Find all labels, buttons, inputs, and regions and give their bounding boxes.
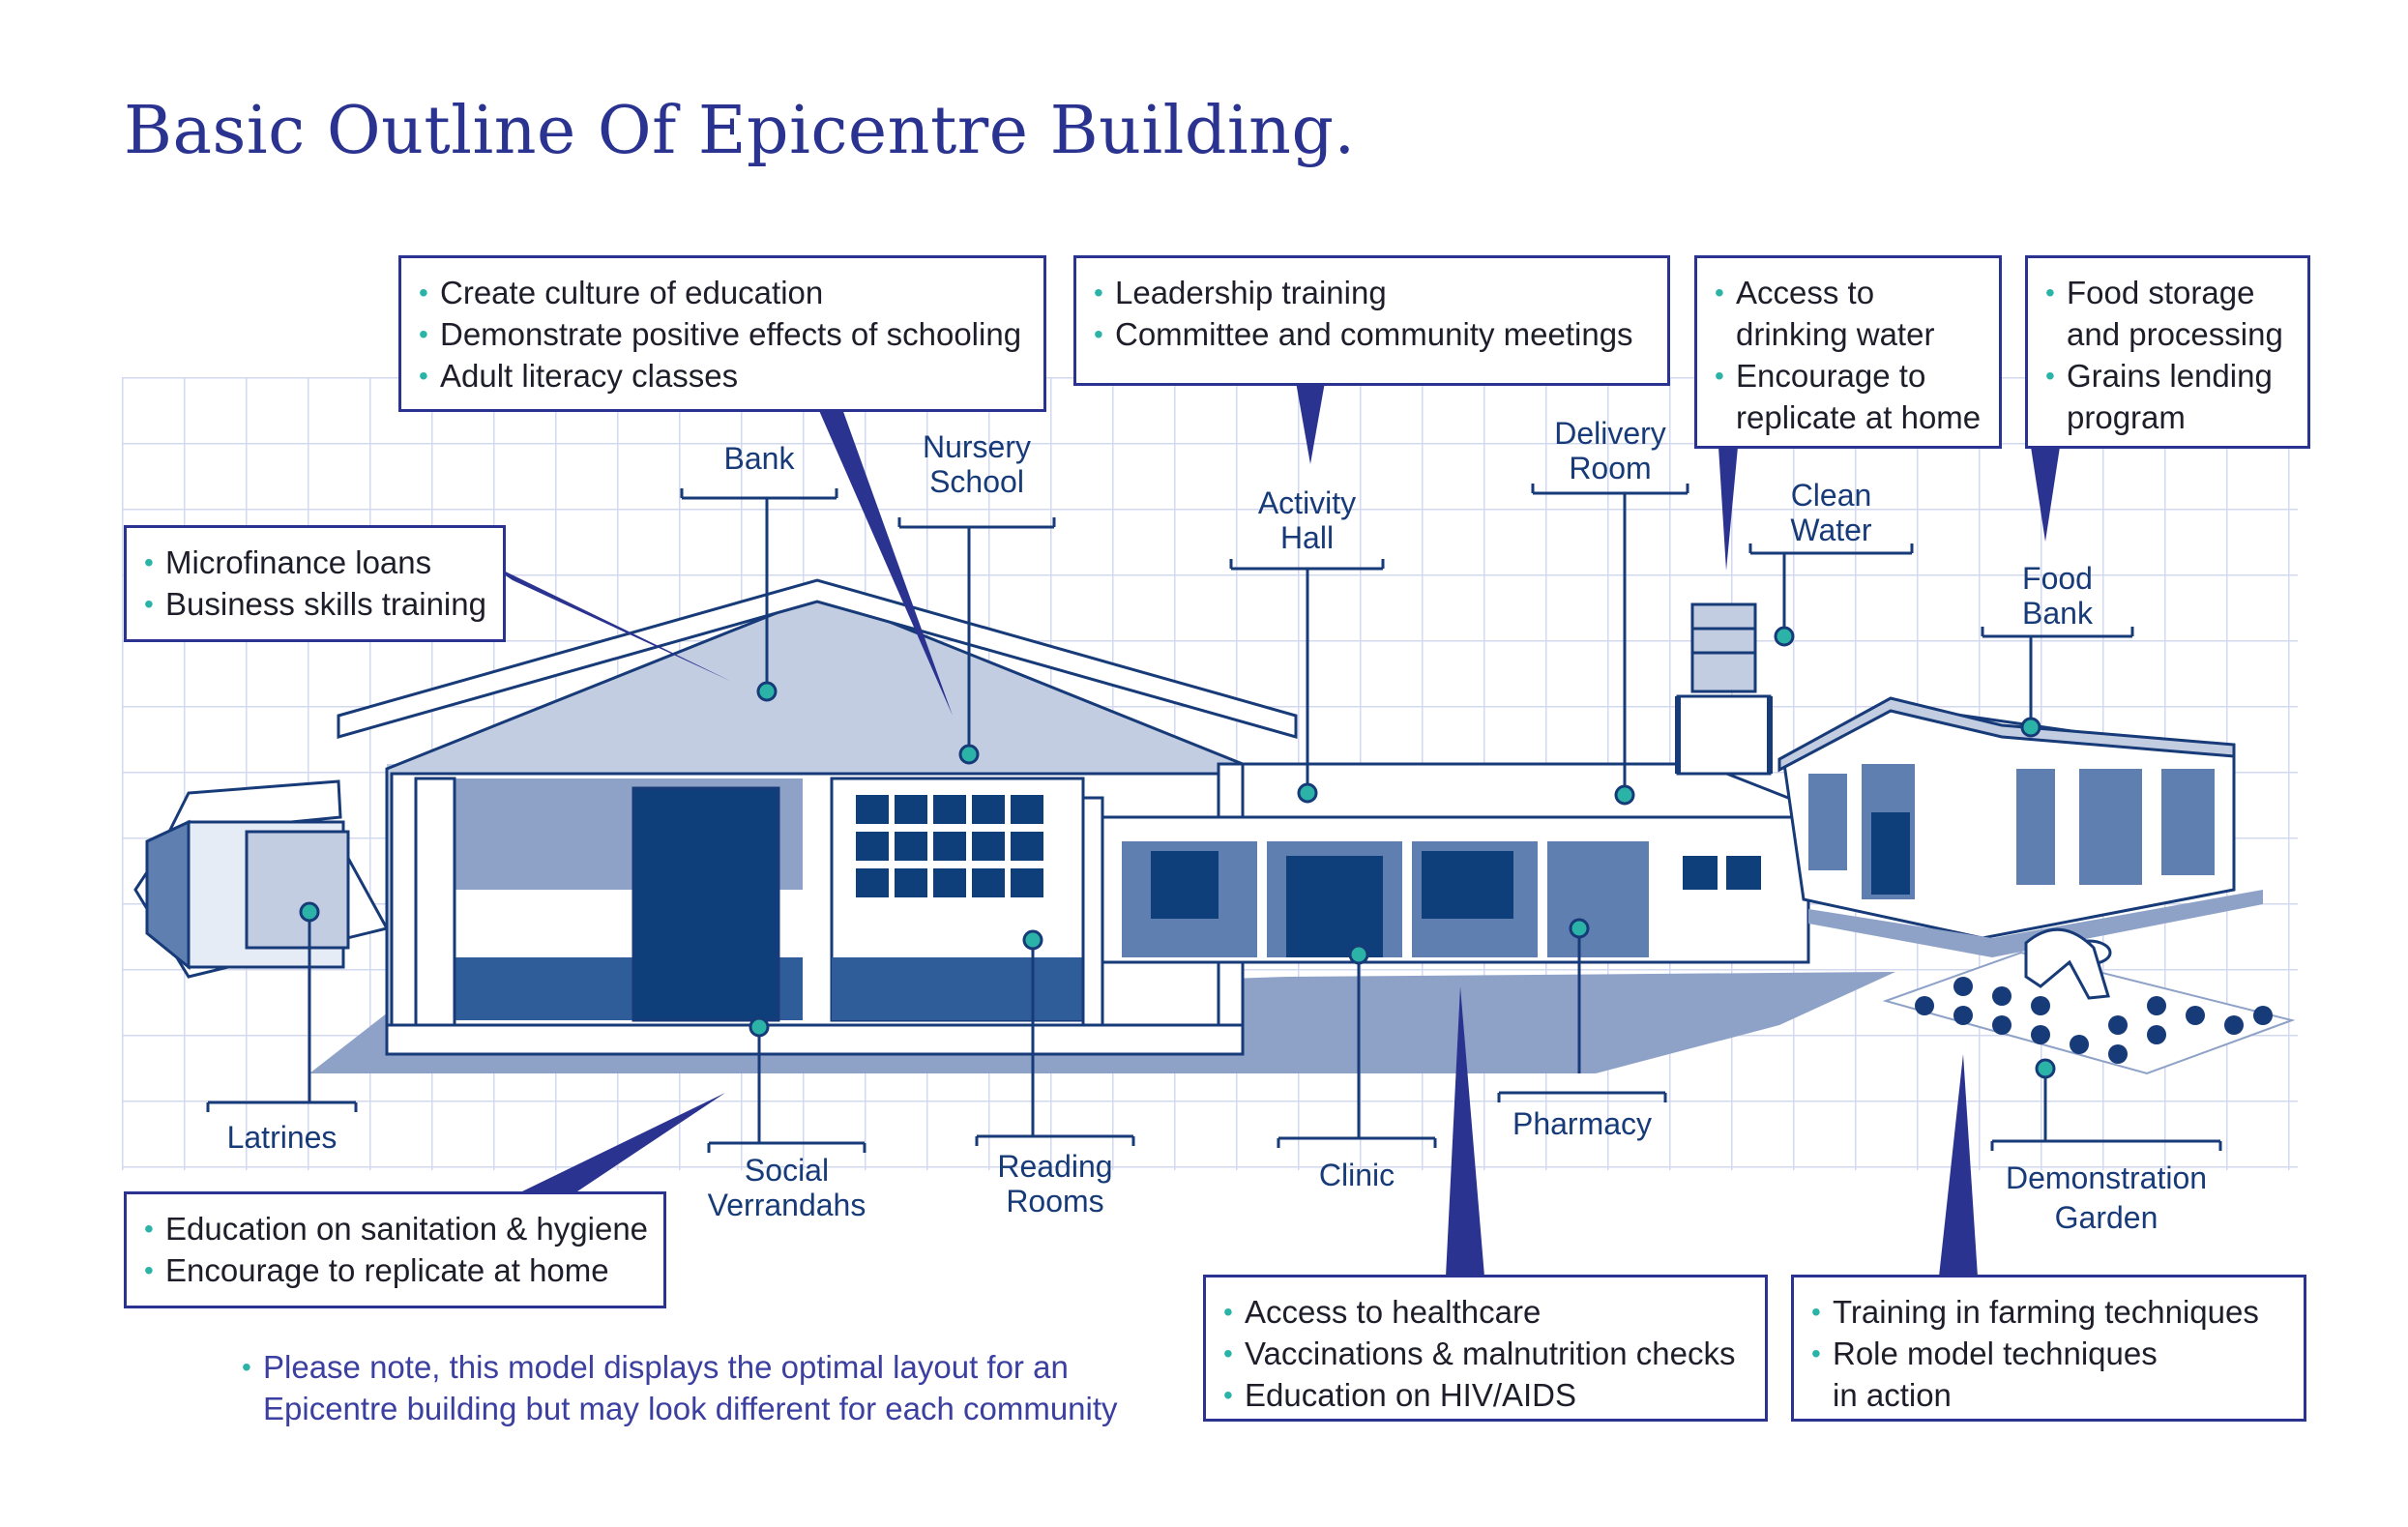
callout-item: Vaccinations & malnutrition checks <box>1221 1333 1746 1374</box>
label-activity-hall: Activity Hall <box>1257 485 1357 555</box>
callout-item: Food storage <box>2043 272 2288 313</box>
food-callout: Food storage and processing Grains lendi… <box>2025 255 2310 449</box>
callout-pointers <box>484 382 2060 1277</box>
label-demonstration-garden: Demonstration Garden <box>2005 1160 2208 1235</box>
farmer-figure <box>2024 927 2112 1000</box>
main-building <box>337 578 1298 1056</box>
callout-item: Encourage to <box>1713 355 1980 396</box>
callout-item: Education on HIV/AIDS <box>1221 1374 1746 1416</box>
callout-item: program <box>2067 399 2186 435</box>
demonstration-garden <box>1882 927 2296 1075</box>
label-social-verrandahs: Social Verrandahs <box>707 1153 866 1222</box>
callout-item: Training in farming techniques <box>1809 1291 2284 1333</box>
label-reading-rooms: Reading Rooms <box>997 1149 1113 1219</box>
callout-item: Access to healthcare <box>1221 1291 1746 1333</box>
callout-item: Role model techniques <box>1809 1333 2284 1374</box>
food-bank-building <box>1777 696 2263 957</box>
callout-item: Microfinance loans <box>142 542 484 583</box>
health-callout: Access to healthcare Vaccinations & maln… <box>1203 1275 1768 1422</box>
label-delivery-room: Delivery Room <box>1554 416 1666 485</box>
callout-item: and processing <box>2067 316 2283 352</box>
footnote-line: Epicentre building but may look differen… <box>263 1391 1118 1426</box>
footnote-line: Please note, this model displays the opt… <box>242 1346 1118 1388</box>
callout-item: Access to <box>1713 272 1980 313</box>
footnote: Please note, this model displays the opt… <box>242 1346 1118 1429</box>
finance-callout: Microfinance loans Business skills train… <box>124 525 506 642</box>
callout-item: Create culture of education <box>417 272 1024 313</box>
page-title: Basic Outline Of Epicentre Building. <box>124 93 1356 169</box>
water-callout: Access to drinking water Encourage to re… <box>1694 255 2002 449</box>
callout-item: drinking water <box>1736 316 1935 352</box>
callout-item: Leadership training <box>1092 272 1648 313</box>
label-latrines: Latrines <box>226 1120 338 1155</box>
label-nursery-school: Nursery School <box>922 429 1031 499</box>
farming-callout: Training in farming techniques Role mode… <box>1791 1275 2306 1422</box>
label-pharmacy: Pharmacy <box>1512 1106 1653 1141</box>
label-food-bank: Food Bank <box>2022 561 2093 631</box>
callout-item: Grains lending <box>2043 355 2288 396</box>
latrine-building <box>133 779 390 979</box>
label-bank: Bank <box>723 441 795 476</box>
sanitation-callout: Education on sanitation & hygiene Encour… <box>124 1191 666 1308</box>
callout-item: replicate at home <box>1736 399 1982 435</box>
callout-item: Demonstrate positive effects of schoolin… <box>417 313 1024 355</box>
label-clean-water: Clean Water <box>1790 478 1872 547</box>
marker-dots <box>299 626 2056 1079</box>
label-leaders <box>206 484 2222 1153</box>
callout-item: Committee and community meetings <box>1092 313 1648 355</box>
label-clinic: Clinic <box>1318 1158 1395 1192</box>
callout-item: Education on sanitation & hygiene <box>142 1208 648 1249</box>
education-callout: Create culture of education Demonstrate … <box>398 255 1046 412</box>
activity-wing <box>1101 762 1838 964</box>
leadership-callout: Leadership training Committee and commun… <box>1073 255 1670 386</box>
callout-item: Business skills training <box>142 583 486 625</box>
callout-item: in action <box>1833 1377 1952 1413</box>
callout-item: Encourage to replicate at home <box>142 1249 644 1291</box>
water-tower <box>1675 602 1773 776</box>
callout-item: Adult literacy classes <box>417 355 1024 396</box>
